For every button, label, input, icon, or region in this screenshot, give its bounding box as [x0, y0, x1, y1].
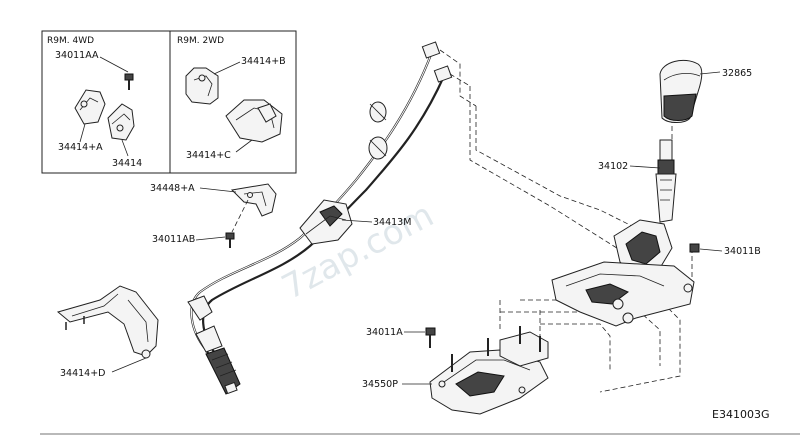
header-2wd: R9M. 2WD — [177, 36, 224, 46]
header-4wd: R9M. 4WD — [47, 36, 94, 46]
base-bracket-34550P — [429, 326, 549, 415]
label-34011B: 34011B — [724, 246, 761, 257]
bracket-34414C — [225, 99, 283, 143]
bracket-34414D — [56, 285, 159, 359]
label-34011A: 34011A — [366, 327, 403, 338]
label-34414: 34414 — [112, 158, 142, 169]
shift-lever-34102 — [613, 139, 677, 277]
label-34413M: 34413M — [373, 217, 411, 228]
label-34448A: 34448+A — [150, 183, 195, 194]
label-34550P: 34550P — [362, 379, 398, 390]
label-34414B: 34414+B — [241, 56, 286, 67]
clip-34414B — [185, 67, 219, 105]
label-32865: 32865 — [722, 68, 752, 79]
bracket-34414A — [74, 89, 106, 125]
label-34414A-4wd: 34414+A — [58, 142, 103, 153]
bolt-34011AA — [124, 73, 134, 90]
assembly-dashed-lines — [439, 49, 693, 393]
bracket-34414 — [107, 103, 135, 141]
variant-inset-boxes: R9M. 4WD R9M. 2WD 34011AA 34414+A 34414 — [41, 30, 297, 174]
nut-34011B — [689, 243, 700, 253]
bolt-34011AB — [225, 232, 235, 248]
label-34414C: 34414+C — [186, 150, 231, 161]
label-34414D: 34414+D — [60, 368, 106, 379]
control-cable-34413M — [187, 41, 453, 395]
label-34011AB: 34011AB — [152, 234, 195, 245]
shifter-housing — [551, 261, 695, 327]
label-34011AA: 34011AA — [55, 50, 99, 61]
label-34102: 34102 — [598, 161, 628, 172]
diagram-code: E341003G — [712, 408, 769, 421]
watermark: 7zap.com — [275, 195, 440, 308]
bolt-34011A — [425, 327, 436, 348]
shift-knob-32865 — [659, 59, 703, 123]
bracket-34448A — [230, 183, 277, 217]
